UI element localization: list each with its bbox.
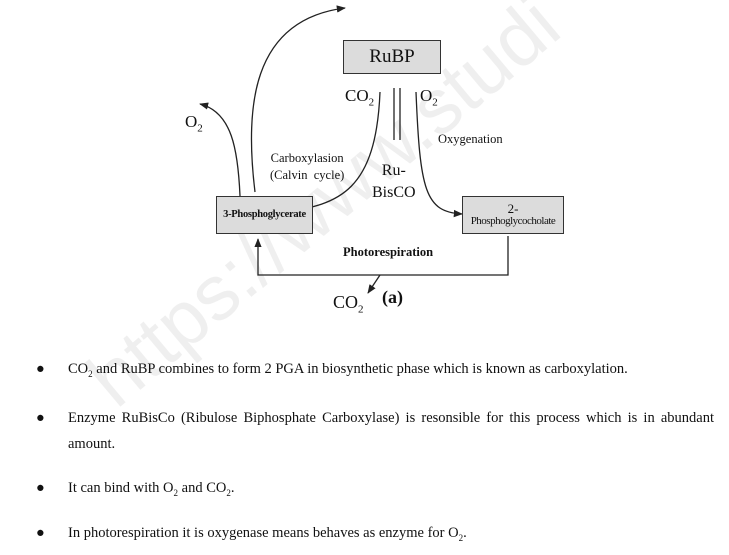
co2-bottom-label: CO2	[333, 292, 364, 316]
pgc-box: 2- Phosphoglycocholate	[462, 196, 564, 234]
o2-release-arrow	[199, 102, 241, 197]
oxygenation-arrow	[415, 91, 463, 218]
calvin-cycle-arrow	[250, 5, 346, 193]
pgc-label-line2: Phosphoglycocholate	[470, 215, 556, 228]
carboxylation-line2: (Calvin cycle)	[270, 168, 345, 182]
oxygenation-label: Oxygenation	[438, 132, 503, 146]
co2-release-arrow	[367, 274, 381, 294]
bullet-item: ● In photorespiration it is oxygenase me…	[36, 520, 714, 551]
panel-label: (a)	[382, 287, 403, 307]
bullet-dot: ●	[36, 479, 45, 496]
bullet-list: ● CO2 and RuBP combines to form 2 PGA in…	[36, 356, 714, 551]
co2-top-label: CO2	[345, 86, 375, 109]
photorespiration-label: Photorespiration	[343, 245, 434, 259]
bullet-dot: ●	[36, 409, 45, 426]
carboxylation-label: Carboxylasion (Calvin cycle)	[270, 150, 344, 184]
rubisco-line2: BisCO	[372, 184, 416, 201]
bullet-item: ● CO2 and RuBP combines to form 2 PGA in…	[36, 356, 714, 387]
pga-label: 3-Phosphoglycerate	[223, 209, 306, 221]
rubp-label: RuBP	[369, 46, 415, 68]
bullet-dot: ●	[36, 361, 45, 377]
carboxylation-line1: Carboxylasion	[270, 151, 344, 165]
bullet-item: ● It can bind with O2 and CO2.	[36, 475, 714, 506]
bullet-dot: ●	[36, 524, 45, 541]
rubisco-line1: Ru-	[381, 162, 406, 179]
bullet-item: ● Enzyme RuBisCo (Ribulose Biphosphate C…	[36, 405, 714, 457]
o2-left-label: O2	[185, 112, 203, 135]
rubisco-label: Ru- BisCO	[372, 160, 416, 204]
pgc-label-line1: 2-	[507, 201, 519, 217]
pga-box: 3-Phosphoglycerate	[216, 196, 313, 234]
photorespiration-loop	[254, 236, 509, 276]
rubp-box: RuBP	[343, 40, 441, 74]
o2-top-label: O2	[420, 86, 438, 109]
